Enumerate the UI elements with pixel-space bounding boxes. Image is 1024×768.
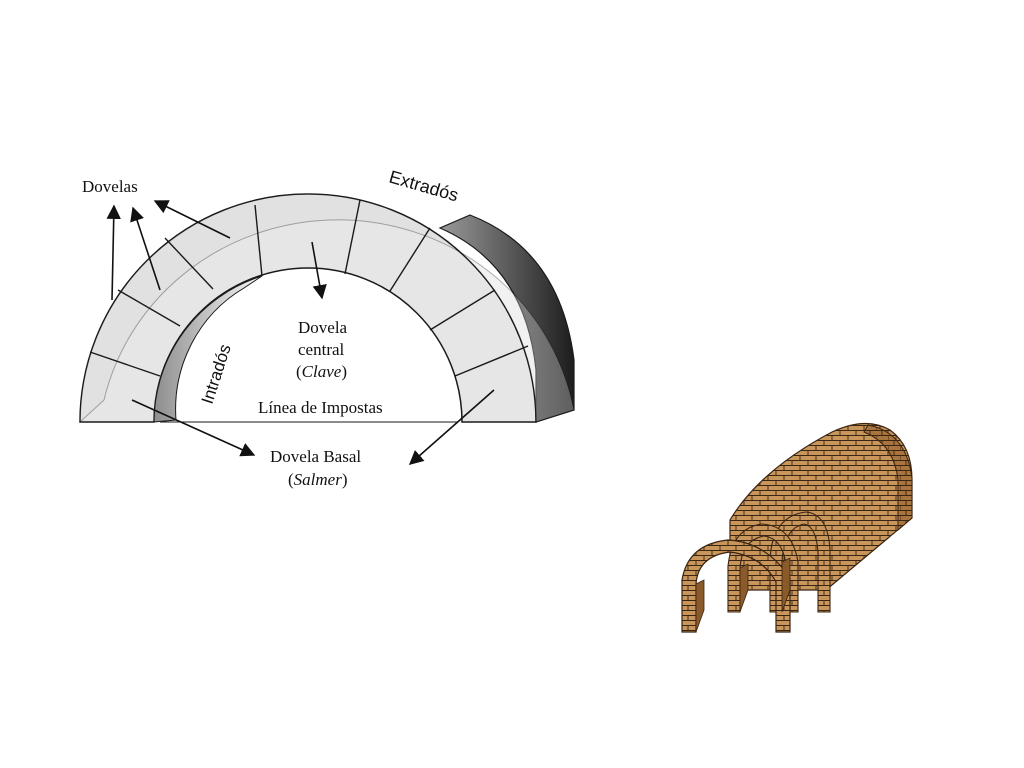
arrow-dovela-1: [106, 204, 121, 301]
label-dovelas: Dovelas: [82, 177, 138, 196]
arrow-dovela-2: [130, 206, 161, 291]
arrow-salmer-left: [131, 399, 256, 457]
label-central: central: [298, 340, 345, 359]
barrel-vault-illustration: [681, 422, 913, 633]
arch-side-face: [438, 214, 575, 423]
vault-ring-back-side: [781, 557, 791, 613]
label-dovela-central: Dovela: [298, 318, 348, 337]
arch-top-band: [79, 193, 575, 424]
pointer-arrows: [106, 200, 495, 465]
vault-ring-front-side: [695, 579, 705, 633]
arrow-dovela-3: [153, 200, 231, 239]
vault-ring-front: [681, 539, 791, 633]
label-extrados: Extradós: [387, 167, 461, 206]
arrow-salmer-right: [408, 389, 495, 465]
intrados-surface: [153, 275, 263, 423]
label-salmer: (Salmer): [288, 470, 348, 489]
arch-diagram: Dovelas Extradós Intradós Dovela central…: [79, 167, 575, 489]
vault-ring-middle-side: [739, 563, 749, 613]
vault-end-face: [863, 424, 913, 532]
voussoir-joints: [89, 199, 529, 377]
label-linea-impostas: Línea de Impostas: [258, 398, 383, 417]
arrow-clave: [311, 241, 327, 300]
arch-front-face: [79, 193, 537, 423]
label-intrados: Intradós: [198, 342, 235, 406]
label-clave: (Clave): [296, 362, 347, 381]
label-dovela-basal: Dovela Basal: [270, 447, 361, 466]
